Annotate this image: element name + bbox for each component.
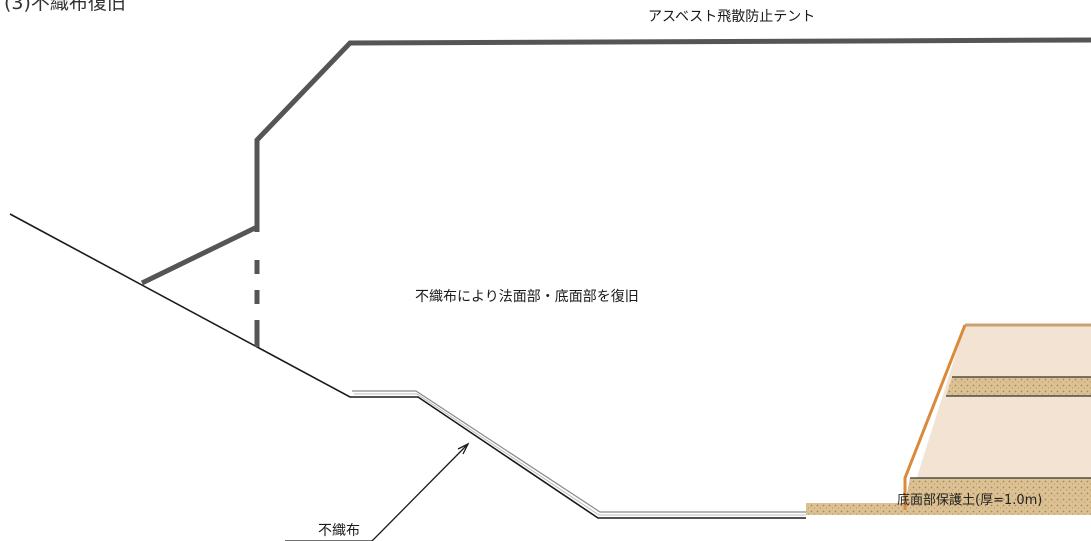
tent-frame — [140, 37, 1091, 347]
fabric-label: 不織布 — [318, 523, 360, 539]
ground-profile-line — [9, 213, 806, 519]
fabric-leader-arrow — [285, 442, 470, 541]
section-title: (3)不織布復旧 — [4, 0, 126, 14]
protection-soil-label: 底面部保護土(厚=1.0m) — [897, 493, 1043, 508]
protection-soil-block — [806, 323, 1091, 515]
tent-label: アスベスト飛散防止テント — [648, 9, 816, 25]
fabric-layer — [352, 390, 806, 516]
restoration-note: 不織布により法面部・底面部を復旧 — [415, 289, 639, 305]
